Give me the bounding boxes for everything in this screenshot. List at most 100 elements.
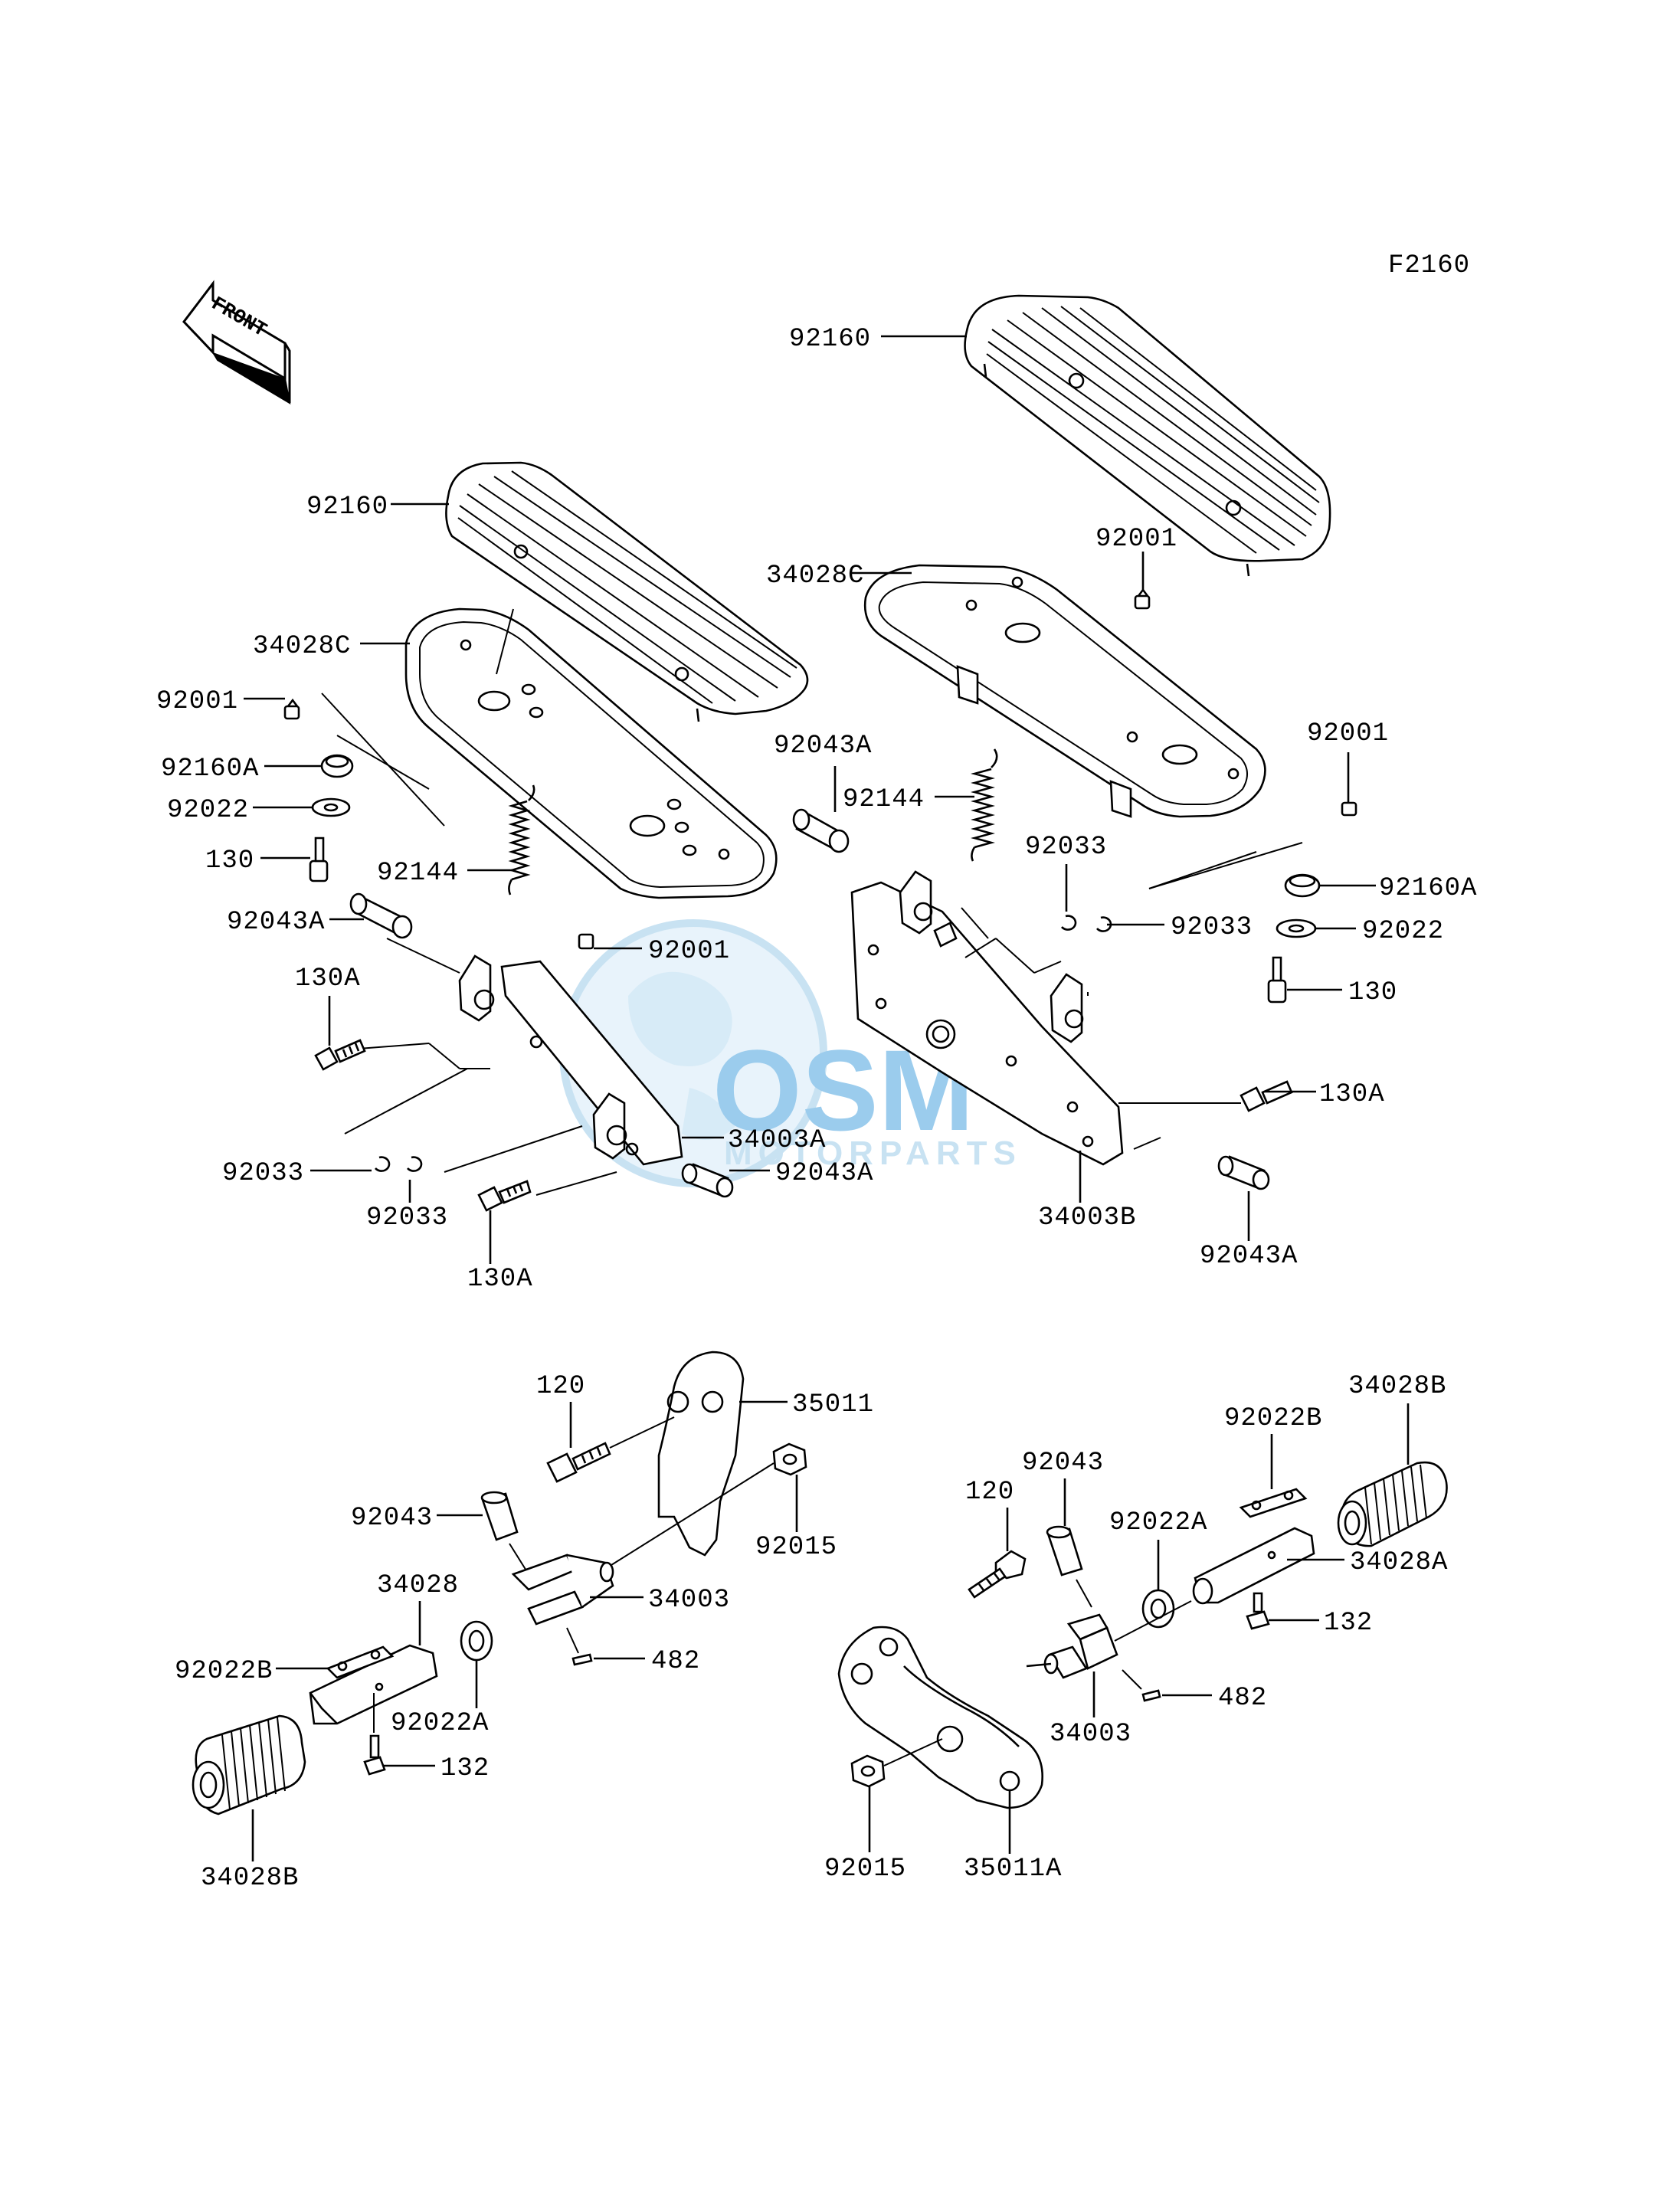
label-130a-left-upper: 130A bbox=[295, 964, 361, 994]
label-92001-left-top: 92001 bbox=[156, 687, 238, 716]
label-35011: 35011 bbox=[792, 1390, 874, 1419]
floorboard-mat-left bbox=[445, 461, 809, 722]
bolt-right bbox=[1267, 956, 1287, 1004]
label-34028c-left: 34028C bbox=[253, 632, 351, 661]
label-130a-right: 130A bbox=[1319, 1080, 1385, 1109]
label-130-left: 130 bbox=[205, 846, 254, 876]
screw-right bbox=[1246, 1592, 1270, 1630]
label-92033-right-a: 92033 bbox=[1025, 833, 1107, 862]
snap-ring-right-a bbox=[1061, 915, 1077, 931]
label-120-right: 120 bbox=[965, 1478, 1014, 1507]
flange-bolt-right bbox=[1240, 1080, 1293, 1112]
watermark-subtitle: MOTORPARTS bbox=[724, 1135, 1022, 1172]
pin-right-lower bbox=[1217, 1155, 1270, 1190]
floorboard-mat-right bbox=[964, 294, 1331, 577]
floorboard-right bbox=[863, 564, 1266, 818]
label-92022b-right: 92022B bbox=[1224, 1404, 1322, 1433]
label-92015-right: 92015 bbox=[824, 1855, 906, 1884]
spring-left bbox=[508, 784, 535, 895]
front-arrow-icon: FRONT bbox=[182, 280, 291, 404]
screw-left bbox=[363, 1734, 386, 1776]
figure-code: F2160 bbox=[1388, 251, 1470, 280]
label-92160a-right: 92160A bbox=[1379, 874, 1477, 903]
spring-right bbox=[971, 748, 998, 862]
label-92043-left: 92043 bbox=[351, 1504, 433, 1533]
label-34028b-left: 34028B bbox=[201, 1864, 299, 1893]
label-92043a-left-lower: 92043A bbox=[775, 1159, 873, 1188]
label-92144-left: 92144 bbox=[377, 859, 459, 888]
washer-left bbox=[311, 797, 351, 817]
peg-pin-left bbox=[480, 1491, 519, 1541]
plate-left bbox=[326, 1645, 395, 1679]
snap-ring-left-a bbox=[375, 1156, 391, 1172]
label-34003-left: 34003 bbox=[648, 1586, 730, 1615]
label-92033-right-b: 92033 bbox=[1171, 913, 1253, 942]
cotter-pin-left bbox=[571, 1653, 593, 1666]
label-34028c-right: 34028C bbox=[766, 562, 864, 591]
peg-bolt-left bbox=[546, 1442, 611, 1483]
label-92160-right: 92160 bbox=[789, 325, 871, 354]
washer-right bbox=[1276, 918, 1317, 938]
snap-ring-left-b bbox=[407, 1156, 423, 1172]
peg-bracket-left bbox=[657, 1351, 745, 1557]
label-92001-right-side: 92001 bbox=[1307, 719, 1389, 748]
label-34003-right: 34003 bbox=[1050, 1720, 1131, 1749]
label-34028: 34028 bbox=[377, 1571, 459, 1600]
peg-nut-left bbox=[772, 1442, 807, 1476]
label-132-left: 132 bbox=[440, 1754, 490, 1783]
label-92033-left-b: 92033 bbox=[366, 1203, 448, 1233]
label-92022b-left: 92022B bbox=[175, 1657, 273, 1686]
label-92043a-left-upper: 92043A bbox=[227, 908, 325, 937]
label-92043-right: 92043 bbox=[1022, 1449, 1104, 1478]
rubber-left bbox=[192, 1714, 306, 1816]
label-92043a-right-upper: 92043A bbox=[774, 732, 872, 761]
label-482-right: 482 bbox=[1218, 1684, 1267, 1713]
label-92144-right: 92144 bbox=[843, 785, 925, 814]
pin-left-lower bbox=[681, 1163, 734, 1198]
peg-right bbox=[1192, 1527, 1315, 1605]
pin-right-upper bbox=[792, 808, 850, 853]
damper-right bbox=[1284, 873, 1321, 898]
plate-right bbox=[1239, 1488, 1308, 1518]
label-34003a: 34003A bbox=[728, 1126, 826, 1155]
rubber-right bbox=[1337, 1461, 1448, 1547]
label-92001-left-bottom: 92001 bbox=[648, 937, 730, 966]
peg-pin-right bbox=[1046, 1525, 1083, 1577]
washer-a-right bbox=[1141, 1589, 1175, 1629]
label-92160-left: 92160 bbox=[306, 493, 388, 522]
label-482-left: 482 bbox=[651, 1647, 700, 1676]
label-34028a: 34028A bbox=[1350, 1548, 1448, 1577]
label-92033-left-a: 92033 bbox=[222, 1159, 304, 1188]
floorboard-left bbox=[404, 607, 778, 899]
label-35011a: 35011A bbox=[964, 1855, 1062, 1884]
stopper-left-top bbox=[283, 698, 300, 720]
cotter-pin-right bbox=[1141, 1689, 1161, 1702]
peg-nut-right bbox=[850, 1754, 886, 1788]
bracket-right bbox=[850, 870, 1124, 1166]
peg-holder-right bbox=[1026, 1613, 1118, 1679]
label-130-right: 130 bbox=[1348, 978, 1397, 1007]
label-92160a-left: 92160A bbox=[161, 755, 259, 784]
snap-ring-right-b bbox=[1096, 916, 1112, 932]
label-130a-left-lower: 130A bbox=[467, 1265, 533, 1294]
label-120-left: 120 bbox=[536, 1372, 585, 1401]
label-34003b: 34003B bbox=[1038, 1203, 1136, 1233]
label-132-right: 132 bbox=[1324, 1609, 1373, 1638]
label-92043a-right-lower: 92043A bbox=[1200, 1242, 1298, 1271]
label-92001-right-top: 92001 bbox=[1095, 525, 1177, 554]
stopper-left-bottom bbox=[578, 933, 594, 950]
label-92022a-left: 92022A bbox=[391, 1709, 489, 1738]
label-92022-right: 92022 bbox=[1362, 917, 1444, 946]
label-34028b-right: 34028B bbox=[1348, 1372, 1446, 1401]
label-92022a-right: 92022A bbox=[1109, 1508, 1207, 1537]
stopper-right-top bbox=[1134, 588, 1151, 610]
damper-left bbox=[320, 754, 354, 778]
bolt-left bbox=[309, 837, 329, 882]
flange-bolt-left-lower bbox=[477, 1180, 532, 1212]
label-92015-left: 92015 bbox=[755, 1533, 837, 1562]
flange-bolt-left-upper bbox=[314, 1039, 366, 1071]
peg-left bbox=[309, 1644, 438, 1725]
peg-bolt-right bbox=[968, 1550, 1027, 1599]
label-92022-left: 92022 bbox=[167, 796, 249, 825]
